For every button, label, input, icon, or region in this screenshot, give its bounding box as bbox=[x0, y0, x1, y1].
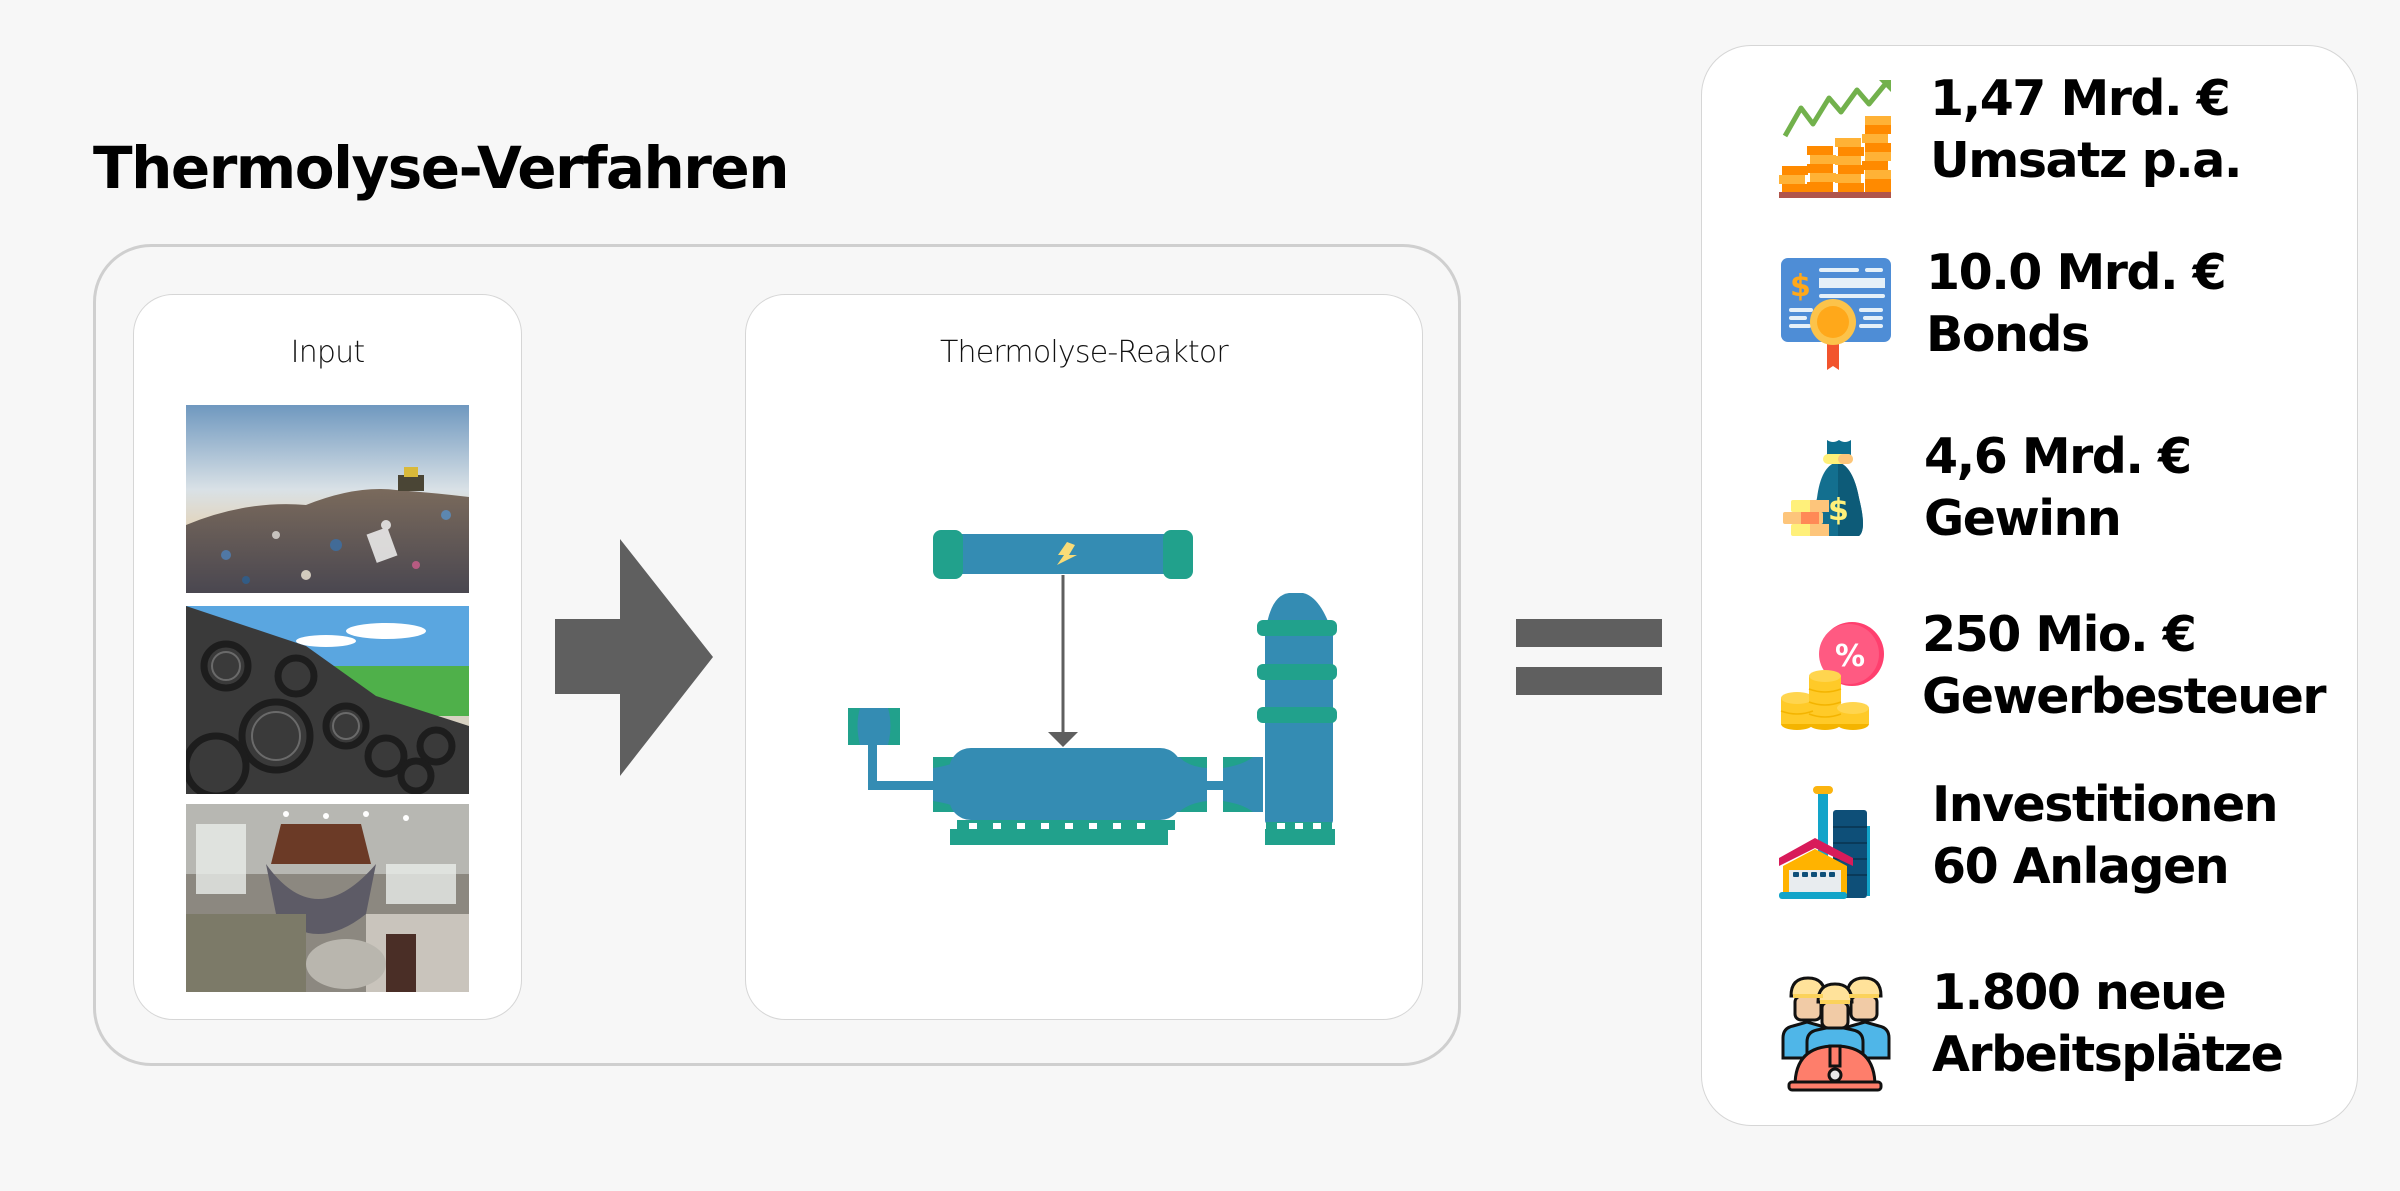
input-card: Input bbox=[133, 294, 522, 1020]
kpi-item-investments: Investitionen 60 Anlagen bbox=[1702, 776, 2357, 936]
thermolysis-reactor-diagram bbox=[848, 530, 1337, 845]
reactor-label: Thermolyse-Reaktor bbox=[940, 335, 1229, 370]
waste-plant-photo bbox=[186, 804, 469, 992]
kpi-item-jobs: 1.800 neue Arbeitsplätze bbox=[1702, 964, 2357, 1124]
condenser-tower bbox=[1223, 593, 1337, 845]
kpi-text: 4,6 Mrd. € Gewinn bbox=[1924, 426, 2192, 550]
right-arrow-icon bbox=[555, 539, 713, 776]
input-label: Input bbox=[290, 335, 365, 370]
equals-icon bbox=[1516, 619, 1662, 696]
kpi-text: 250 Mio. € Gewerbesteuer bbox=[1922, 604, 2327, 728]
page-title: Thermolyse-Verfahren bbox=[93, 134, 790, 202]
heater-pipe bbox=[933, 530, 1193, 579]
kpi-text: Investitionen 60 Anlagen bbox=[1932, 774, 2279, 898]
factory-icon bbox=[1777, 786, 1895, 904]
kpi-item-bonds: $ 10.0 Mrd. € Bonds bbox=[1702, 244, 2357, 404]
landfill-waste-photo bbox=[186, 405, 469, 593]
svg-text:$: $ bbox=[1828, 493, 1849, 528]
reactor-vessel bbox=[933, 748, 1207, 845]
kpi-panel: 1,47 Mrd. € Umsatz p.a. $ 10.0 Mrd. € Bo… bbox=[1701, 45, 2358, 1126]
kpi-value: 1.800 neue bbox=[1932, 964, 2227, 1021]
kpi-item-trade-tax: % 250 Mio. € Gewerbesteuer bbox=[1702, 606, 2357, 766]
kpi-text: 1,47 Mrd. € Umsatz p.a. bbox=[1930, 68, 2242, 192]
kpi-value: 1,47 Mrd. € bbox=[1930, 70, 2231, 127]
kpi-label: Umsatz p.a. bbox=[1930, 132, 2242, 189]
kpi-item-profit: $ 4,6 Mrd. € Gewinn bbox=[1702, 428, 2357, 588]
workers-icon bbox=[1777, 974, 1895, 1092]
kpi-label: 60 Anlagen bbox=[1932, 838, 2230, 895]
tax-percent-coins-icon: % bbox=[1777, 616, 1895, 734]
kpi-value: 250 Mio. € bbox=[1922, 606, 2197, 663]
kpi-label: Gewinn bbox=[1924, 490, 2122, 547]
kpi-value: Investitionen bbox=[1932, 776, 2279, 833]
kpi-text: 10.0 Mrd. € Bonds bbox=[1926, 242, 2227, 366]
money-bag-icon: $ bbox=[1777, 438, 1895, 556]
lightning-bolt-icon bbox=[1057, 542, 1077, 565]
svg-text:$: $ bbox=[1790, 269, 1811, 304]
rising-coins-chart-icon bbox=[1777, 80, 1895, 198]
kpi-value: 4,6 Mrd. € bbox=[1924, 428, 2192, 485]
kpi-text: 1.800 neue Arbeitsplätze bbox=[1932, 962, 2284, 1086]
feed-inlet bbox=[848, 708, 935, 790]
kpi-item-revenue: 1,47 Mrd. € Umsatz p.a. bbox=[1702, 70, 2357, 230]
kpi-value: 10.0 Mrd. € bbox=[1926, 244, 2227, 301]
kpi-label: Bonds bbox=[1926, 306, 2090, 363]
bond-certificate-icon: $ bbox=[1777, 254, 1895, 372]
tire-pile-photo bbox=[186, 606, 469, 794]
kpi-label: Gewerbesteuer bbox=[1922, 668, 2327, 725]
svg-text:%: % bbox=[1835, 639, 1865, 674]
kpi-label: Arbeitsplätze bbox=[1932, 1026, 2284, 1083]
heat-flow-arrow bbox=[1048, 575, 1078, 747]
